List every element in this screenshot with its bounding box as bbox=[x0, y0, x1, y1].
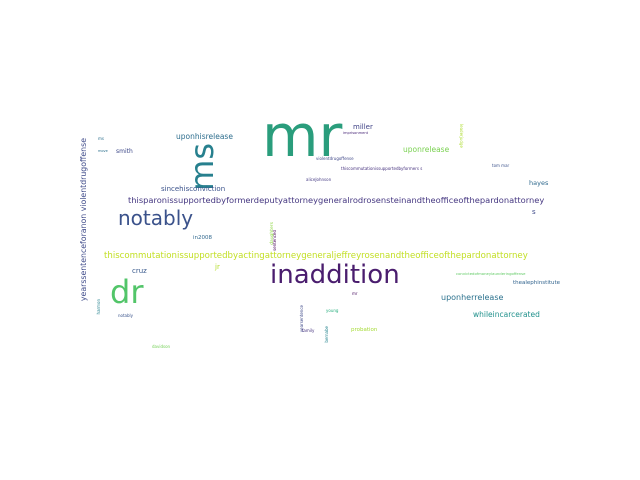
cloud-word-bernabe: bernabe bbox=[324, 326, 329, 343]
cloud-word-tom-mar: tom mar bbox=[492, 163, 510, 168]
cloud-word-imprisonment: imprisonment bbox=[343, 131, 369, 135]
cloud-word-s: s bbox=[532, 208, 536, 216]
cloud-word-dr: dr bbox=[110, 273, 144, 311]
cloud-word-mr: mr bbox=[262, 102, 343, 170]
cloud-word-smith: smith bbox=[116, 148, 133, 155]
cloud-word-move: move bbox=[98, 149, 108, 153]
cloud-word-in2008: in2008 bbox=[193, 235, 213, 241]
cloud-word-hayes: hayes bbox=[529, 179, 549, 187]
cloud-word-yearssentence: yearssentenceforanon violentdrugoffense bbox=[79, 138, 88, 302]
cloud-word-violentdrugoffense: violentdrugoffense bbox=[316, 156, 354, 161]
cloud-word-jr: jr bbox=[215, 263, 220, 271]
cloud-word-mr-small: mr bbox=[352, 291, 358, 296]
cloud-word-uponhisrelease: uponhisrelease bbox=[176, 132, 233, 141]
cloud-word-moneylaundering: convictedofmoneylaunderingoffense bbox=[456, 271, 526, 276]
cloud-word-probation: probation bbox=[351, 327, 378, 333]
cloud-word-miller: miller bbox=[353, 123, 373, 131]
cloud-word-commutation-formers: thiscommutationissupportedbyformers s bbox=[341, 166, 423, 171]
cloud-word-leaderjudge: leaderjudge bbox=[459, 124, 464, 148]
cloud-word-thealephinstitute: thealephinstitute bbox=[513, 280, 561, 286]
cloud-word-notably: notably bbox=[118, 206, 194, 230]
cloud-word-davidson: davidson bbox=[152, 344, 171, 349]
cloud-word-commutation-rosen: thiscommutationissupportedbyactingattorn… bbox=[104, 251, 528, 261]
cloud-word-sincehisconviction: sincehisconviction bbox=[161, 185, 226, 193]
cloud-word-ms: ms bbox=[183, 143, 221, 191]
cloud-word-ms-small: ms bbox=[98, 136, 104, 141]
cloud-word-uponrelease: uponrelease bbox=[403, 145, 450, 154]
cloud-word-notably-small: notably bbox=[118, 313, 134, 318]
cloud-word-cruz: cruz bbox=[132, 267, 147, 275]
cloud-word-sentenced: sentenced bbox=[272, 230, 277, 251]
cloud-word-harmon: harmon bbox=[96, 299, 101, 315]
cloud-word-whileincarcerated: whileincarcerated bbox=[473, 310, 540, 319]
cloud-word-alicejohnson: aliceJohnson bbox=[306, 177, 332, 182]
cloud-word-inaddition: inaddition bbox=[270, 260, 400, 290]
cloud-word-pardon-rosenstein: thisparonissupportedbyformerdeputyattorn… bbox=[128, 195, 545, 205]
cloud-word-young: young bbox=[326, 308, 339, 313]
cloud-word-family: family bbox=[302, 328, 315, 333]
cloud-word-uponherrelease: uponherrelease bbox=[441, 293, 504, 302]
